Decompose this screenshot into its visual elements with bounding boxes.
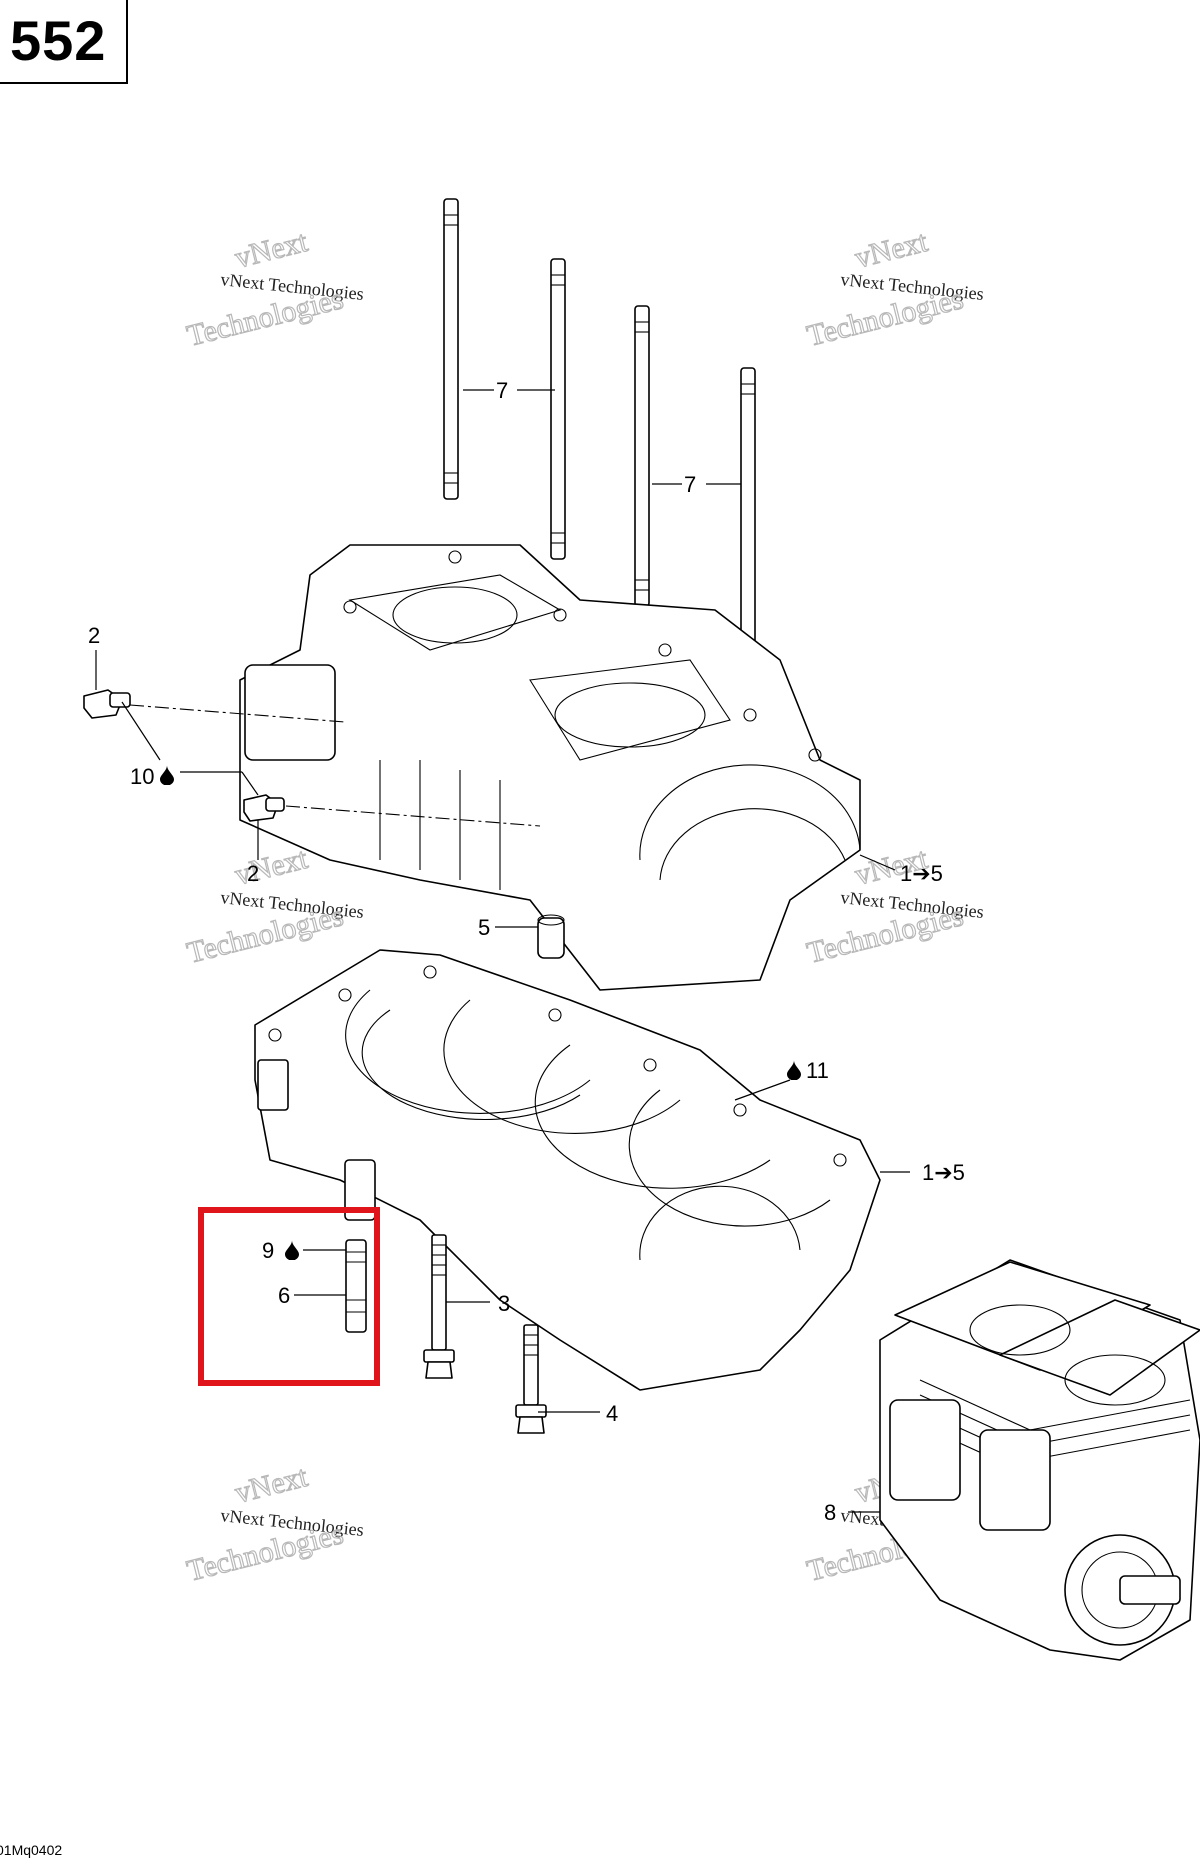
upper-crankcase[interactable] (239, 544, 861, 991)
watermark-top-left: vNext vNext Technologies Technologies (183, 224, 365, 353)
callout-7[interactable]: 7 (684, 472, 696, 497)
watermark-brand-text: vNext (232, 842, 312, 892)
watermark-brand-text: vNext (232, 225, 312, 275)
callout-2[interactable]: 2 (88, 623, 100, 648)
page-number-box: 552 (0, 0, 128, 84)
lower-crankcase[interactable] (254, 949, 881, 1391)
watermark-top-right: vNext vNext Technologies Technologies (803, 224, 985, 353)
leader-lines (95, 389, 910, 1513)
callout-4[interactable]: 4 (606, 1401, 618, 1426)
stud-4 (740, 367, 756, 669)
callout-labels: 7 7 2 10 2 1➔5 5 11 1➔5 9 6 3 4 8 (88, 378, 965, 1525)
dowel-pin[interactable] (537, 914, 565, 959)
fitting-axis-line (285, 805, 541, 827)
callout-10[interactable]: 10 (130, 764, 154, 789)
watermark-brand-text: vNext (232, 1460, 312, 1510)
fitting-lower[interactable] (243, 794, 285, 822)
callout-2[interactable]: 2 (247, 861, 259, 886)
engine-assembly[interactable] (879, 1259, 1200, 1661)
stud-2 (550, 258, 566, 560)
watermark-brand-text: vNext (852, 225, 932, 275)
callout-6[interactable]: 6 (278, 1283, 290, 1308)
callout-11[interactable]: 11 (806, 1058, 829, 1083)
callout-9[interactable]: 9 (262, 1238, 274, 1263)
oil-drop-icon (285, 1240, 299, 1260)
fitting-axis-line (129, 704, 346, 723)
stud-1 (443, 198, 459, 500)
callout-7[interactable]: 7 (496, 378, 508, 403)
fitting-upper[interactable] (83, 689, 131, 719)
screw-short[interactable] (515, 1324, 547, 1434)
oil-drop-icon (787, 1060, 801, 1080)
short-stud[interactable] (345, 1239, 367, 1333)
page-number: 552 (10, 9, 107, 72)
screw-long[interactable] (423, 1234, 455, 1379)
oil-drop-icon (160, 765, 174, 785)
callout-1-to-5[interactable]: 1➔5 (922, 1160, 965, 1185)
callout-5[interactable]: 5 (478, 915, 490, 940)
stud-3 (634, 305, 650, 607)
callout-1-to-5[interactable]: 1➔5 (900, 861, 943, 886)
highlight-box (198, 1207, 380, 1386)
figure-code: 01Mq0402 (0, 1842, 63, 1858)
cylinder-studs[interactable] (443, 198, 756, 669)
watermark-bottom-left: vNext vNext Technologies Technologies (183, 1459, 365, 1588)
callout-3[interactable]: 3 (498, 1291, 510, 1316)
callout-8[interactable]: 8 (824, 1500, 836, 1525)
